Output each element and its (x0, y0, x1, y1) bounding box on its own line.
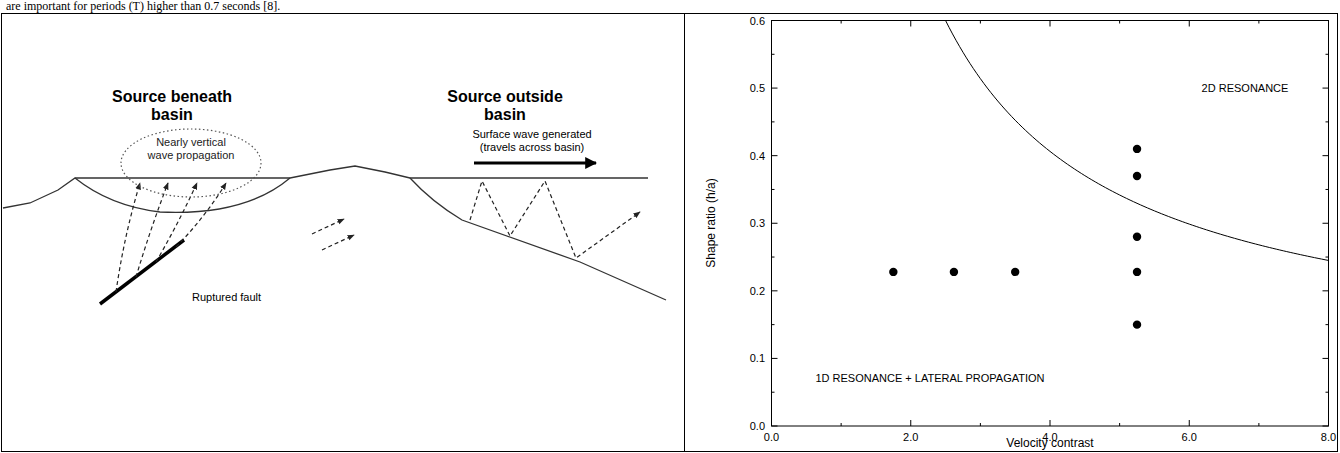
tick-label: 0.3 (750, 217, 765, 230)
tick-label: 0.0 (750, 420, 765, 433)
region-label: 2D RESONANCE (1202, 82, 1289, 95)
panel-frame (685, 14, 1338, 452)
annotation: Ruptured fault (192, 291, 261, 304)
plot-frame (772, 21, 1329, 427)
tick-label: 6.0 (1182, 431, 1197, 444)
tick-label: 0.4 (750, 149, 765, 162)
node-text: Nearly vertical wave propagation (142, 136, 240, 162)
panel-heading: Source beneath basin (102, 88, 242, 125)
panel-frame (2, 14, 685, 452)
data-point (1133, 172, 1141, 180)
dotted-ellipse-shape (121, 129, 261, 197)
tick-label: 2.0 (903, 431, 918, 444)
data-point (1133, 145, 1141, 153)
wave-rays (116, 181, 640, 292)
fault-line (100, 240, 184, 304)
tick-label: 0.1 (750, 352, 765, 365)
data-point (1133, 320, 1141, 328)
surface-wave-arrow (474, 162, 596, 165)
region-label: 1D RESONANCE + LATERAL PROPAGATION (815, 372, 1044, 385)
tick-label: 8.0 (1321, 431, 1336, 444)
ground-surface (3, 166, 648, 208)
data-point (1133, 233, 1141, 241)
body-text: are important for periods (T) higher tha… (6, 0, 280, 14)
data-point (1133, 268, 1141, 276)
axis-ticks (772, 21, 1329, 427)
tick-label: 0.6 (750, 14, 765, 27)
annotation: Surface wave generated (travels across b… (457, 128, 607, 153)
tick-label: 0.5 (750, 82, 765, 95)
data-point (1011, 268, 1019, 276)
basin-bottom (75, 178, 290, 212)
plot-content (889, 21, 1328, 329)
basin-bottom (410, 178, 666, 300)
tick-label: 0.0 (764, 431, 779, 444)
boundary-curve (946, 21, 1329, 261)
axis-title: Shape ratio (h/a) (705, 178, 719, 267)
data-point (889, 268, 897, 276)
tick-label: 4.0 (1042, 431, 1057, 444)
panel-heading: Source outside basin (438, 88, 573, 125)
data-point (950, 268, 958, 276)
dotted-ellipse: Nearly vertical wave propagation (120, 128, 262, 198)
tick-label: 0.2 (750, 285, 765, 298)
